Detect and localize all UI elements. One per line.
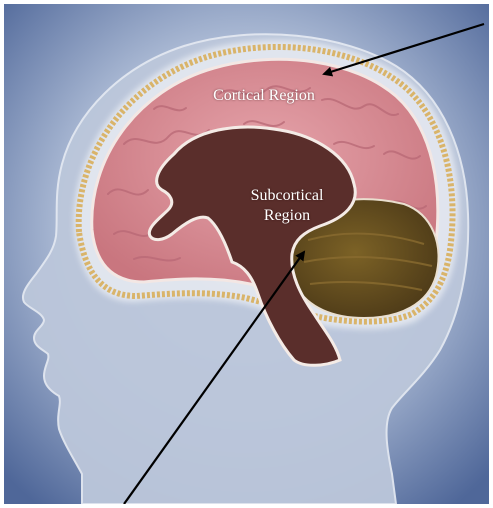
brain-diagram [4,4,489,504]
diagram-frame: Cortical Region Subcortical Region [4,4,489,504]
subcortical-label-line1: Subcortical [232,186,342,206]
subcortical-region-label: Subcortical Region [232,186,342,226]
cortical-region-label: Cortical Region [194,86,334,106]
subcortical-label-line2: Region [232,206,342,226]
